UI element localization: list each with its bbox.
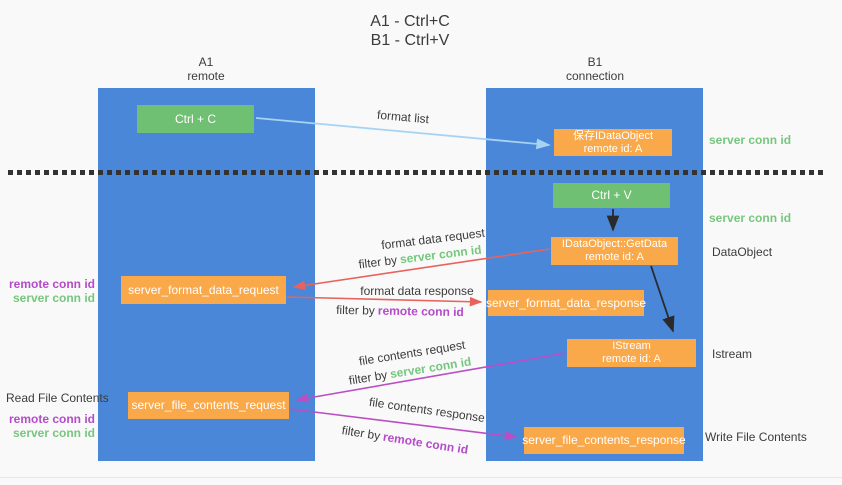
server-conn-id-right-top: server conn id: [709, 133, 792, 147]
remote-conn-id-text: remote conn id: [382, 429, 470, 457]
getdata-line2: remote id: A: [585, 251, 644, 263]
box-server-file-contents-response: server_file_contents_response: [522, 427, 686, 454]
filter-by-remote-conn-id-label-2: filter byremote conn id: [341, 423, 469, 457]
column-b-header: B1 connection: [535, 55, 655, 83]
filter-by-text: filter by: [347, 367, 389, 388]
ctrl-c-label: Ctrl + C: [174, 111, 216, 126]
left-conn-id-block-2: remote conn id server conn id: [9, 412, 95, 440]
dataobject-label: DataObject: [712, 245, 773, 259]
box-server-format-data-request: server_format_data_request: [121, 276, 286, 304]
server-format-data-request-label: server_format_data_request: [128, 282, 279, 297]
box-server-format-data-response: server_format_data_response: [485, 290, 647, 316]
filter-by-text: filter by: [357, 252, 398, 272]
left-conn-id-block-1: remote conn id server conn id: [9, 277, 95, 305]
file-contents-response-label: file contents response: [368, 394, 486, 426]
read-file-contents-label: Read File Contents: [6, 391, 109, 405]
server-conn-id-right-mid: server conn id: [709, 211, 792, 225]
column-b-id: B1: [587, 55, 603, 69]
getdata-line1: IDataObject::GetData: [561, 238, 668, 250]
server-conn-id-label: server conn id: [12, 291, 95, 305]
filter-by-text: filter by: [336, 302, 375, 318]
remote-conn-id-label: remote conn id: [8, 277, 95, 291]
column-a-header: A1 remote: [146, 55, 266, 83]
diagram-title: A1 - Ctrl+C B1 - Ctrl+V: [330, 12, 490, 50]
column-a-role: remote: [187, 69, 225, 83]
server-conn-id-label: server conn id: [12, 426, 95, 440]
istream-side-label: Istream: [712, 347, 753, 361]
box-ctrl-v: Ctrl + V: [553, 183, 670, 208]
column-a-id: A1: [198, 55, 214, 69]
bottom-divider: [0, 477, 842, 478]
filter-by-text: filter by: [340, 423, 382, 443]
box-idataobject-getdata: IDataObject::GetData remote id: A: [551, 237, 678, 265]
format-data-response-label: format data response: [360, 284, 474, 298]
save-idataobject-line2: remote id: A: [583, 142, 643, 155]
istream-line2: remote id: A: [602, 353, 661, 365]
column-b-role: connection: [565, 69, 625, 83]
dotted-separator-line: [8, 170, 823, 175]
save-idataobject-line1: 保存IDataObject: [572, 129, 654, 142]
box-ctrl-c: Ctrl + C: [137, 105, 254, 133]
box-server-file-contents-request: server_file_contents_request: [128, 392, 289, 419]
server-format-data-response-label: server_format_data_response: [485, 295, 647, 310]
server-file-contents-response-label: server_file_contents_response: [522, 433, 686, 447]
ctrl-v-label: Ctrl + V: [591, 188, 632, 202]
remote-conn-id-label: remote conn id: [8, 412, 95, 426]
box-save-idataobject: 保存IDataObject remote id: A: [554, 129, 672, 156]
title-line-1: A1 - Ctrl+C: [370, 13, 450, 30]
istream-line1: IStream: [612, 340, 651, 352]
write-file-contents-label: Write File Contents: [705, 430, 807, 444]
server-file-contents-request-label: server_file_contents_request: [131, 398, 286, 412]
format-list-label: format list: [376, 107, 430, 127]
remote-conn-id-text: remote conn id: [377, 303, 464, 320]
title-line-2: B1 - Ctrl+V: [370, 32, 450, 49]
box-istream: IStream remote id: A: [567, 339, 696, 367]
